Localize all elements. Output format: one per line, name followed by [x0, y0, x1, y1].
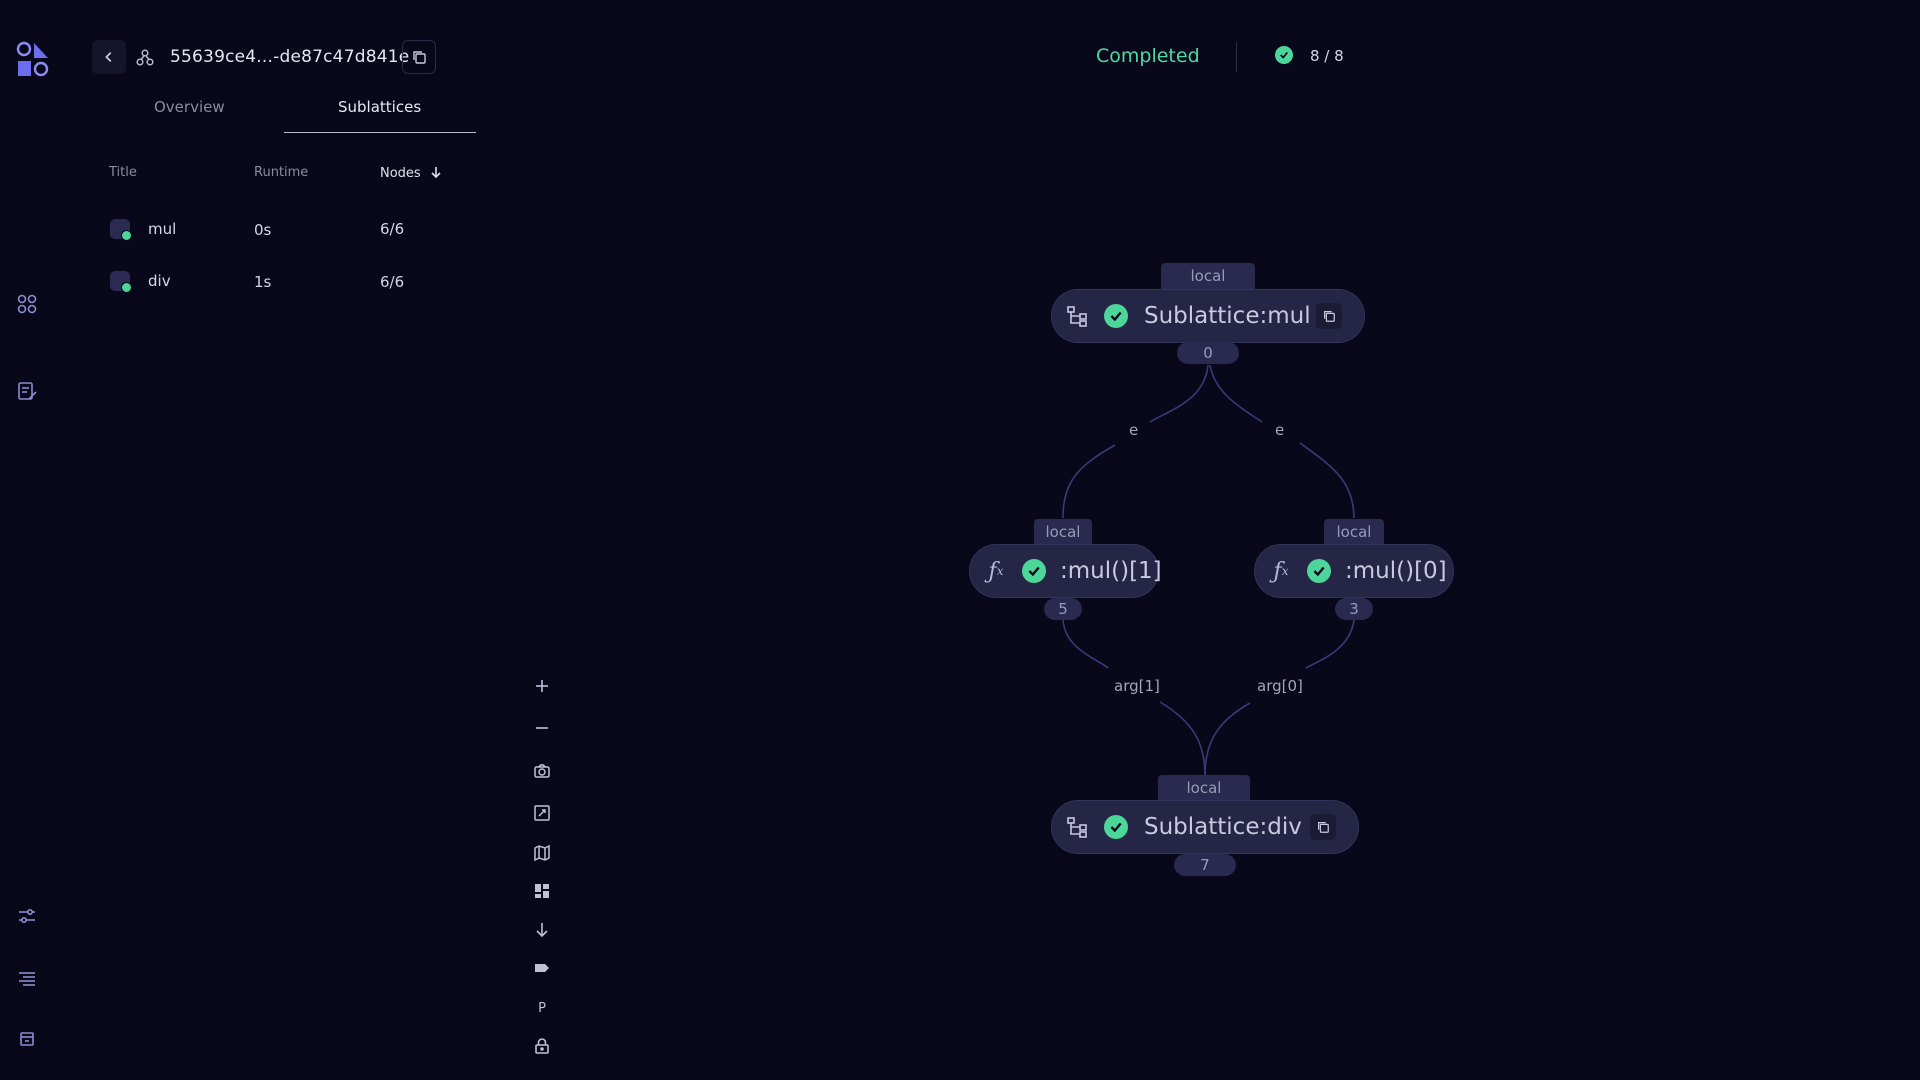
map-icon[interactable]	[532, 843, 552, 863]
node-label: Sublattice:mul	[1144, 303, 1311, 329]
sublattice-status-icon	[110, 219, 132, 241]
tab-overview[interactable]: Overview	[154, 98, 225, 116]
status-label: Completed	[1096, 45, 1200, 67]
row-nodes: 6/6	[380, 273, 405, 291]
label-icon[interactable]	[532, 958, 552, 978]
edge-label: e	[1126, 421, 1142, 439]
params-toggle-button[interactable]: P	[538, 1000, 546, 1016]
notes-icon[interactable]	[16, 380, 38, 402]
edge-mul-to-mul1	[1062, 364, 1209, 519]
node-label: :mul()[0]	[1345, 558, 1447, 584]
column-title[interactable]: Title	[109, 165, 137, 180]
sublattice-icon	[1064, 815, 1092, 839]
node-label: :mul()[1]	[1060, 558, 1162, 584]
edge-label: arg[0]	[1254, 677, 1306, 695]
tab-sublattices[interactable]: Sublattices	[338, 98, 422, 116]
download-icon[interactable]	[532, 920, 552, 940]
graph-node-sublattice-div[interactable]: Sublattice:div	[1051, 800, 1359, 854]
active-tab-indicator	[284, 132, 476, 133]
camera-icon[interactable]	[532, 761, 552, 781]
dashboard-icon[interactable]	[16, 293, 38, 315]
node-check-icon	[1104, 815, 1128, 839]
row-runtime: 0s	[254, 221, 272, 239]
column-nodes-label: Nodes	[380, 166, 421, 181]
row-title: mul	[148, 220, 177, 238]
zoom-in-icon[interactable]	[532, 676, 552, 696]
executor-tag: local	[1158, 775, 1250, 801]
edge-label: arg[1]	[1111, 677, 1163, 695]
executor-tag: local	[1161, 263, 1255, 289]
edge-mul1-to-div	[1062, 619, 1206, 776]
sort-down-icon	[431, 167, 441, 179]
graph-node-sublattice-mul[interactable]: Sublattice:mul	[1051, 289, 1365, 343]
completed-node-count: 8 / 8	[1310, 47, 1344, 65]
dispatch-id: 55639ce4...-de87c47d841e	[170, 47, 410, 67]
row-runtime: 1s	[254, 273, 272, 291]
executor-tag: local	[1034, 519, 1092, 545]
back-button[interactable]	[92, 40, 126, 74]
lock-icon[interactable]	[532, 1036, 552, 1056]
node-check-icon	[1022, 559, 1046, 583]
covalent-logo-icon[interactable]	[16, 40, 50, 78]
executor-tag: local	[1324, 519, 1384, 545]
node-port: 5	[1044, 598, 1082, 620]
chevron-left-icon	[105, 52, 112, 62]
status-divider	[1236, 42, 1237, 72]
logs-icon[interactable]	[16, 968, 38, 990]
sublattice-status-icon	[110, 271, 132, 293]
copy-dispatch-id-button[interactable]	[402, 40, 436, 74]
status-check-icon	[1275, 46, 1293, 64]
sublattice-icon	[1064, 304, 1092, 328]
lattice-icon	[135, 48, 155, 68]
row-title: div	[148, 272, 171, 290]
copy-icon[interactable]	[1310, 814, 1336, 840]
edge-mul0-to-div	[1204, 619, 1355, 776]
edge-mul-to-mul0	[1209, 364, 1355, 519]
node-port: 0	[1177, 342, 1239, 364]
copy-icon[interactable]	[1316, 303, 1342, 329]
node-port: 7	[1174, 854, 1236, 876]
node-label: Sublattice:div	[1144, 814, 1302, 840]
edge-label: e	[1272, 421, 1288, 439]
column-nodes[interactable]: Nodes	[380, 165, 443, 181]
archive-icon[interactable]	[16, 1028, 38, 1050]
layout-icon[interactable]	[532, 881, 552, 901]
node-check-icon	[1307, 559, 1331, 583]
node-port: 3	[1335, 598, 1373, 620]
settings-sliders-icon[interactable]	[16, 905, 38, 927]
fit-view-icon[interactable]	[532, 803, 552, 823]
copy-icon	[413, 51, 426, 64]
column-runtime[interactable]: Runtime	[254, 165, 309, 180]
row-nodes: 6/6	[380, 220, 405, 238]
zoom-out-icon[interactable]	[532, 718, 552, 738]
node-check-icon	[1104, 304, 1128, 328]
